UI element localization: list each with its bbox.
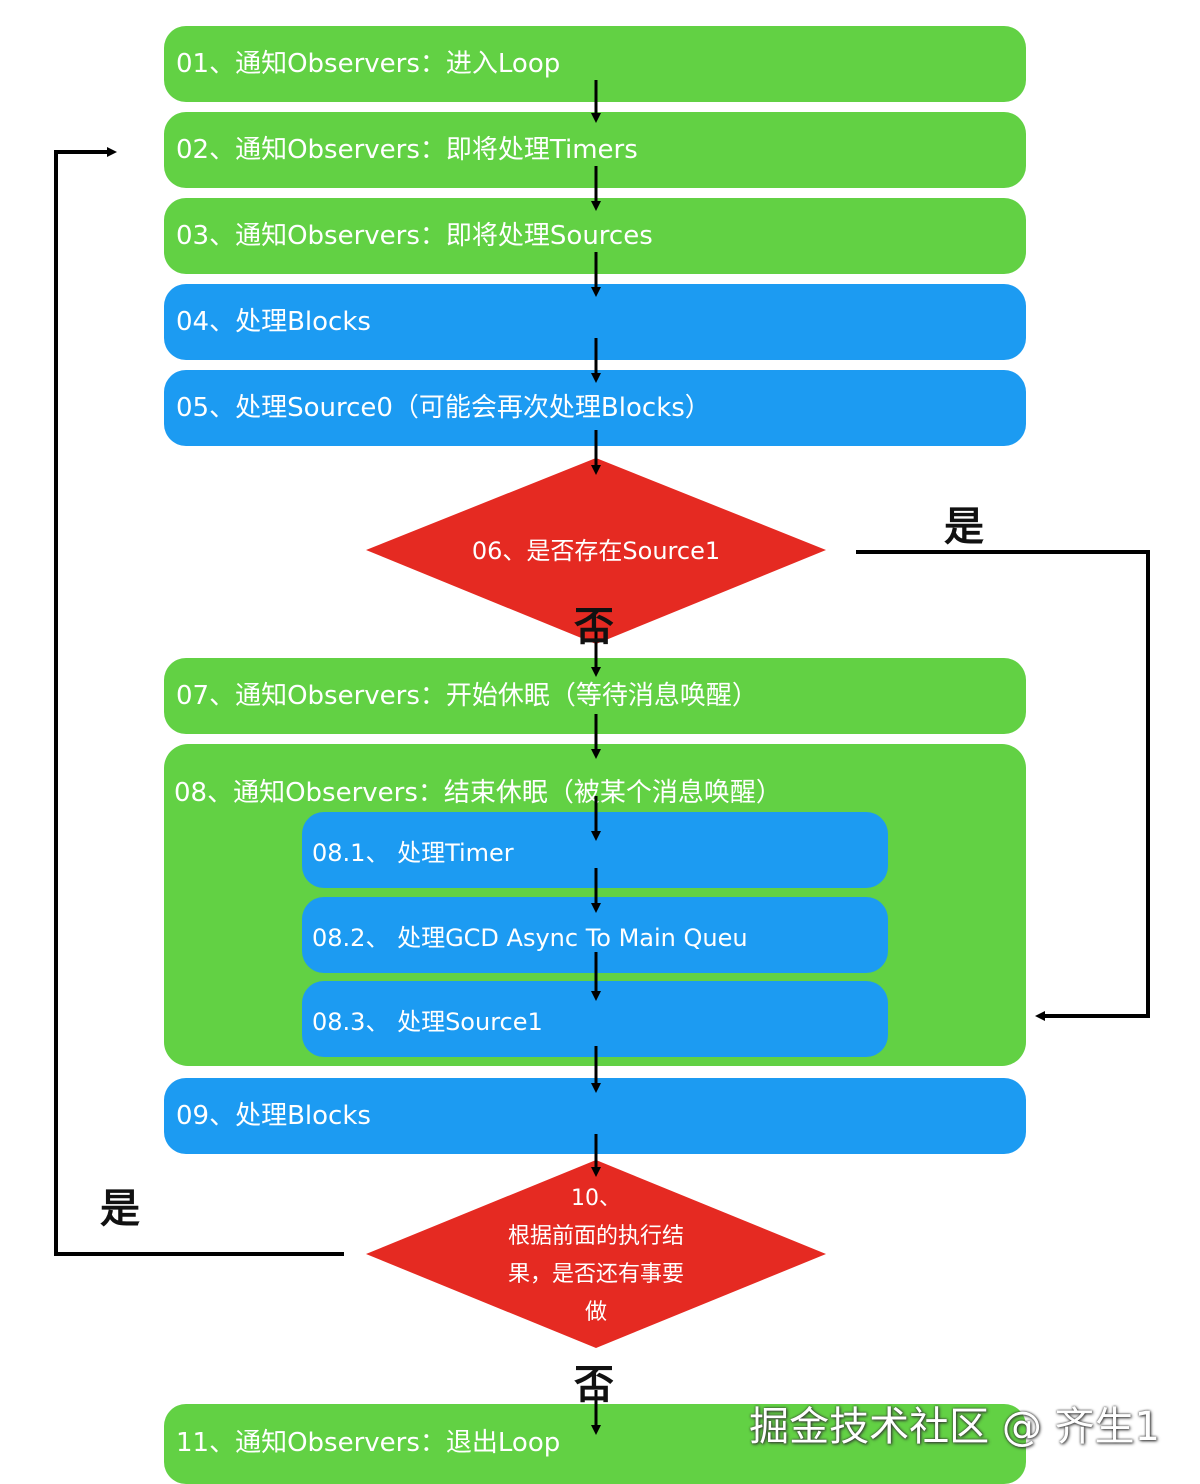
decision-10-text: 10、 根据前面的执行结 果，是否还有事要 做 — [446, 1180, 746, 1332]
connector-06-yes-to-08-3 — [856, 550, 1150, 1021]
decision-10-line-1: 10、 — [571, 1186, 621, 1211]
decision-10-line-3: 果，是否还有事要 — [507, 1262, 684, 1287]
step-07-label: 07、通知Observers：开始休眠（等待消息唤醒） — [176, 681, 758, 711]
step-02-label: 02、通知Observers：即将处理Timers — [176, 135, 638, 165]
step-05-label: 05、处理Source0（可能会再次处理Blocks） — [176, 393, 711, 423]
step-08-1-label: 08.1、 处理Timer — [312, 838, 514, 867]
step-03-label: 03、通知Observers：即将处理Sources — [176, 221, 653, 251]
decision-10-line-2: 根据前面的执行结 — [507, 1224, 684, 1249]
decision-06-label: 06、是否存在Source1 — [471, 537, 721, 565]
step-08-2-label: 08.2、 处理GCD Async To Main Queu — [312, 923, 748, 952]
label-no-10: 否 — [574, 1362, 614, 1408]
label-no-06: 否 — [574, 604, 614, 650]
label-yes-10: 是 — [100, 1186, 140, 1232]
step-01-label: 01、通知Observers：进入Loop — [176, 49, 561, 79]
step-08-label: 08、通知Observers：结束休眠（被某个消息唤醒） — [174, 778, 782, 808]
step-09-label: 09、处理Blocks — [176, 1101, 371, 1131]
step-04-label: 04、处理Blocks — [176, 307, 371, 337]
decision-06-diamond — [366, 458, 826, 644]
step-08-3-label: 08.3、 处理Source1 — [312, 1007, 543, 1036]
step-11-label: 11、通知Observers：退出Loop — [176, 1428, 561, 1458]
step-08-3-box: 08.3、 处理Source1 — [302, 981, 888, 1057]
decision-10-diamond — [366, 1160, 826, 1348]
watermark: 掘金技术社区 @ 齐生1 — [749, 1404, 1160, 1450]
label-yes-06: 是 — [944, 504, 984, 550]
connector-10-yes-to-02 — [54, 147, 344, 1256]
decision-10-line-4: 做 — [584, 1300, 607, 1325]
